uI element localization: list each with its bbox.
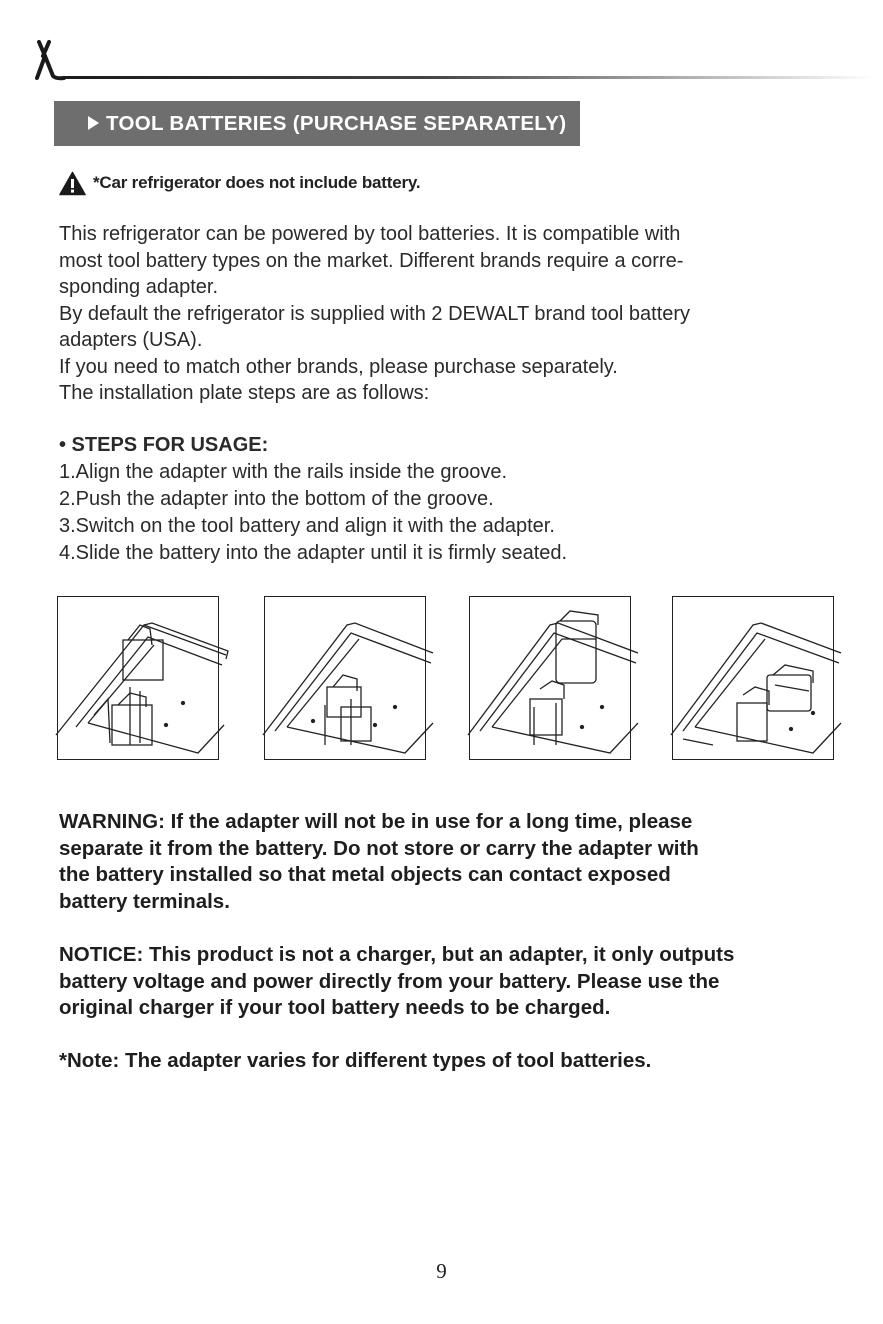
intro-line: most tool battery types on the market. D… — [59, 249, 684, 272]
step-item: 1.Align the adapter with the rails insid… — [59, 460, 508, 483]
caution-text: *Car refrigerator does not include batte… — [93, 173, 421, 192]
intro-line: By default the refrigerator is supplied … — [59, 302, 691, 325]
warning-line: the battery installed so that metal obje… — [59, 863, 671, 886]
step-item: 2.Push the adapter into the bottom of th… — [59, 487, 494, 510]
notice-paragraph: NOTICE: This product is not a charger, b… — [59, 942, 849, 1022]
page-number: 9 — [436, 1259, 447, 1283]
intro-line: If you need to match other brands, pleas… — [59, 355, 618, 378]
notice-line: original charger if your tool battery ne… — [59, 996, 611, 1019]
section-title: TOOL BATTERIES (PURCHASE SEPARATELY) — [106, 112, 567, 135]
warning-paragraph: WARNING: If the adapter will not be in u… — [59, 809, 849, 915]
usage-steps: • STEPS FOR USAGE: 1.Align the adapter w… — [59, 432, 859, 567]
notice-line: NOTICE: This product is not a charger, b… — [59, 943, 735, 966]
caution-line: *Car refrigerator does not include batte… — [59, 168, 421, 198]
figure-step-1 — [55, 596, 229, 760]
figure-step-2 — [262, 596, 434, 760]
step-item: 4.Slide the battery into the adapter unt… — [59, 541, 568, 564]
warning-line: WARNING: If the adapter will not be in u… — [59, 810, 693, 833]
intro-line: The installation plate steps are as foll… — [59, 382, 430, 404]
adapter-push-illustration — [262, 622, 434, 754]
notice-line: battery voltage and power directly from … — [59, 969, 720, 993]
intro-line: adapters (USA). — [59, 329, 203, 351]
battery-align-illustration — [467, 610, 639, 754]
intro-paragraph: This refrigerator can be powered by tool… — [59, 221, 859, 407]
note-paragraph: *Note: The adapter varies for different … — [59, 1048, 849, 1075]
note-text: *Note: The adapter varies for different … — [59, 1049, 652, 1072]
page-header — [30, 38, 875, 88]
section-title-bar: TOOL BATTERIES (PURCHASE SEPARATELY) — [54, 101, 580, 146]
warning-line: separate it from the battery. Do not sto… — [59, 836, 699, 860]
warning-line: battery terminals. — [59, 889, 230, 913]
battery-seated-illustration — [670, 622, 842, 754]
play-triangle-icon — [88, 116, 99, 130]
installation-figures — [0, 596, 883, 762]
figure-step-4 — [670, 596, 842, 760]
step-item: 3.Switch on the tool battery and align i… — [59, 514, 555, 537]
warning-triangle-icon — [59, 171, 86, 195]
figure-step-3 — [467, 596, 639, 760]
adapter-align-illustration — [55, 622, 229, 754]
steps-title: • STEPS FOR USAGE: — [59, 434, 269, 456]
brand-logo — [35, 40, 875, 81]
intro-line: This refrigerator can be powered by tool… — [59, 223, 681, 245]
intro-line: sponding adapter. — [59, 276, 219, 298]
